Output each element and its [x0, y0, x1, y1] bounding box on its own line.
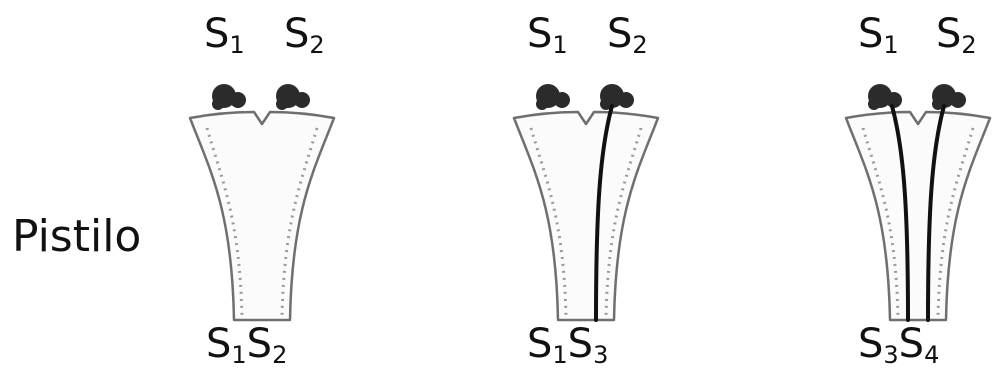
panel-3-pollen-grain-right-small	[950, 92, 966, 108]
panel-1-pollen-grain-left-small	[230, 92, 246, 108]
pistil-row-label: Pistilo	[12, 215, 141, 259]
panel-2-pollen-grain-right-small	[618, 92, 634, 108]
panel-1-pollen-grain-right-tiny	[276, 98, 288, 110]
panel-2-genotype-label: S1S3	[527, 324, 608, 367]
panel-1-genotype-label: S1S2	[206, 324, 287, 367]
panel-3-pollen-label-2: S2	[936, 14, 977, 57]
panel-1-pollen-label-2: S2	[284, 14, 325, 57]
panel-1-pollen-label-1: S1	[204, 14, 245, 57]
panel-3-pollen-grain-left-tiny	[868, 98, 880, 110]
panel-1-pollen-grain-right-small	[294, 92, 310, 108]
panel-3-pollen-grain-left-small	[886, 92, 902, 108]
panel-1-pollen-grain-left-tiny	[212, 98, 224, 110]
panel-2-pollen-grain-left-tiny	[536, 98, 548, 110]
panel-2-pollen-label-1: S1	[527, 14, 568, 57]
panel-2-pollen-label-2: S2	[607, 14, 648, 57]
panel-3-genotype-label: S3S4	[858, 324, 939, 367]
panel-2-pollen-grain-left-small	[554, 92, 570, 108]
panel-3-pollen-label-1: S1	[858, 14, 899, 57]
